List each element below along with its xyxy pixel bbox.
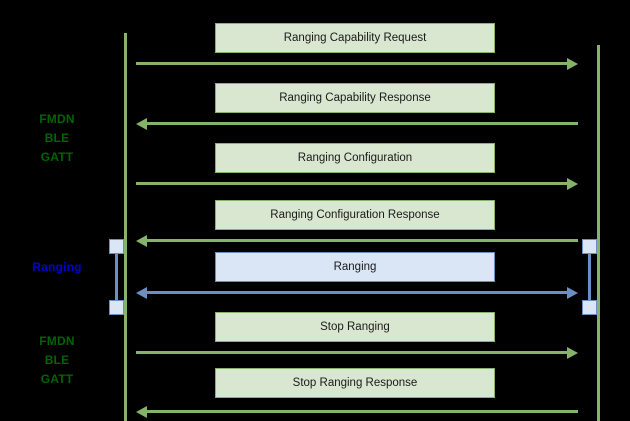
message-box-4[interactable]: Ranging <box>215 252 495 282</box>
activation-left-bottom[interactable] <box>109 300 124 315</box>
message-box-0[interactable]: Ranging Capability Request <box>215 23 495 53</box>
message-box-3[interactable]: Ranging Configuration Response <box>215 200 495 230</box>
arrowhead-left-1 <box>136 118 147 130</box>
message-box-6[interactable]: Stop Ranging Response <box>215 368 495 398</box>
activation-bar-left <box>115 253 118 301</box>
message-arrow-line-0 <box>136 62 567 65</box>
arrowhead-right-2 <box>567 178 578 190</box>
right-lifeline <box>597 45 600 421</box>
arrowhead-left-3 <box>136 235 147 247</box>
message-box-5[interactable]: Stop Ranging <box>215 312 495 342</box>
phase-label-2: FMDN BLE GATT <box>39 334 75 386</box>
arrowhead-left-4 <box>136 287 147 299</box>
activation-right-bottom[interactable] <box>582 300 597 315</box>
arrowhead-right-0 <box>567 58 578 70</box>
activation-bar-right <box>588 253 591 301</box>
message-arrow-line-1 <box>147 122 578 125</box>
message-box-1[interactable]: Ranging Capability Response <box>215 83 495 113</box>
message-arrow-line-2 <box>136 182 567 185</box>
message-arrow-line-5 <box>136 351 567 354</box>
arrowhead-right-4 <box>567 287 578 299</box>
message-arrow-line-3 <box>147 239 578 242</box>
activation-left-top[interactable] <box>109 239 124 254</box>
arrowhead-right-5 <box>567 347 578 359</box>
phase-label-1: Ranging <box>32 260 82 274</box>
activation-right-top[interactable] <box>582 239 597 254</box>
arrowhead-left-6 <box>136 406 147 418</box>
phase-label-0: FMDN BLE GATT <box>39 112 75 164</box>
left-lifeline <box>124 33 127 421</box>
message-box-2[interactable]: Ranging Configuration <box>215 143 495 173</box>
message-arrow-line-6 <box>147 410 578 413</box>
message-arrow-line-4 <box>147 291 567 294</box>
